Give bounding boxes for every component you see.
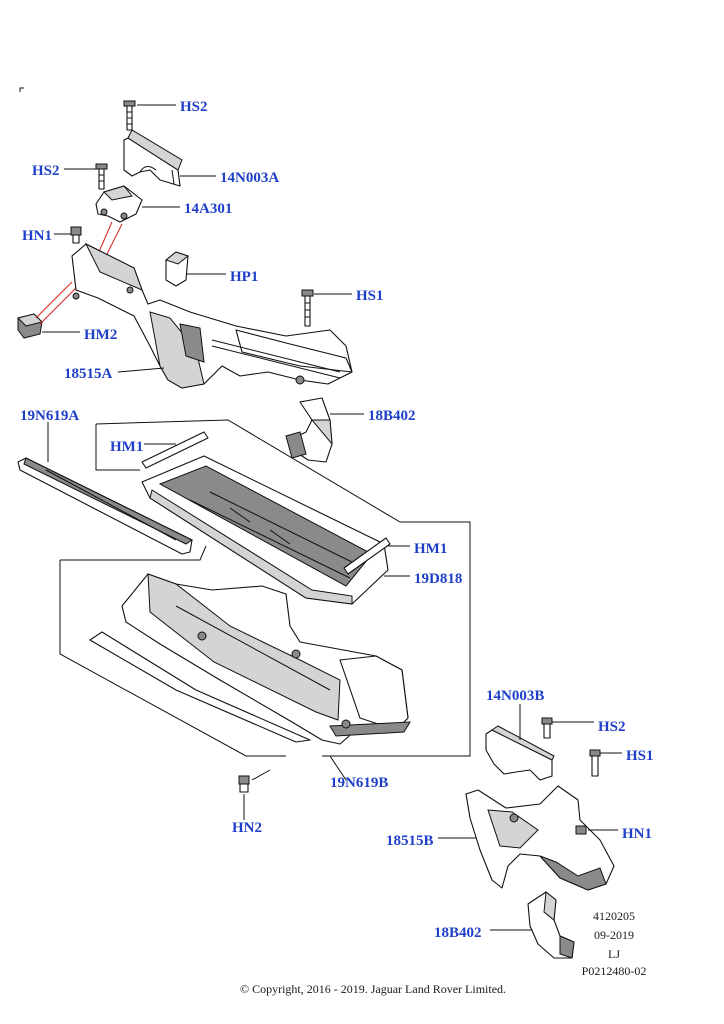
- label-hm1-right: HM1: [414, 541, 447, 557]
- label-hs1-right: HS1: [626, 748, 654, 764]
- label-18515b: 18515B: [386, 833, 434, 849]
- leader-18515a: [117, 367, 165, 373]
- screw-hs1-top: [301, 289, 314, 327]
- label-19n619a: 19N619A: [20, 408, 79, 424]
- label-18b402-top: 18B402: [368, 408, 416, 424]
- screw-hs1-right: [589, 749, 601, 777]
- plug-hp1: [164, 251, 190, 287]
- nut-hn1-right: [575, 825, 587, 835]
- label-14a301: 14A301: [184, 201, 232, 217]
- label-19n619b: 19N619B: [330, 775, 388, 791]
- label-14n003a: 14N003A: [220, 170, 279, 186]
- leader-hn2-link: [251, 769, 271, 781]
- red-leader-hm2-a: [35, 281, 73, 319]
- label-hs2-top: HS2: [180, 99, 208, 115]
- label-hs1-top: HS1: [356, 288, 384, 304]
- diagram-code: 4120205: [593, 909, 635, 923]
- rod-hm1-right: [343, 537, 391, 575]
- filter-19n619a: [17, 457, 193, 555]
- copyright-notice: © Copyright, 2016 - 2019. Jaguar Land Ro…: [240, 982, 506, 996]
- red-leader-hm2-b: [39, 285, 79, 325]
- tray-19d818: [141, 455, 389, 605]
- cowl-19n619b: [89, 573, 411, 745]
- screw-hs2-top: [123, 100, 136, 131]
- nut-hn1-left: [70, 226, 82, 244]
- grommet-hm2: [17, 313, 43, 339]
- diagram-initials: LJ: [608, 947, 620, 961]
- red-leader-14a301-a: [97, 221, 113, 255]
- duct-18b402-top: [285, 397, 333, 463]
- screw-hs2-right: [541, 717, 553, 739]
- diagram-date: 09-2019: [594, 928, 634, 942]
- duct-18b402-bottom: [527, 891, 575, 959]
- label-hs2-right: HS2: [598, 719, 626, 735]
- screw-hs2-left: [95, 163, 108, 190]
- label-hn1-left: HN1: [22, 228, 52, 244]
- label-hp1: HP1: [230, 269, 258, 285]
- bracket-14n003b: [485, 725, 555, 781]
- label-hn2: HN2: [232, 820, 262, 836]
- housing-18515b: [465, 785, 615, 891]
- frame-lower: [59, 545, 286, 757]
- frame-upper: [95, 419, 471, 757]
- red-leader-14a301-b: [105, 223, 123, 257]
- corner-mark: [19, 87, 24, 92]
- label-19d818: 19D818: [414, 571, 462, 587]
- leader-19n619b-a: [329, 755, 347, 781]
- label-18515a: 18515A: [64, 366, 113, 382]
- clip-14a301: [95, 185, 143, 223]
- label-14n003b: 14N003B: [486, 688, 544, 704]
- label-hm2: HM2: [84, 327, 117, 343]
- label-hn1-right: HN1: [622, 826, 652, 842]
- nut-hn2: [238, 775, 250, 793]
- label-hs2-left: HS2: [32, 163, 60, 179]
- housing-18515a: [71, 242, 353, 389]
- diagram-reference: P0212480-02: [582, 964, 647, 978]
- bracket-14n003a: [123, 129, 183, 187]
- label-hm1-left: HM1: [110, 439, 143, 455]
- rod-hm1-left: [141, 431, 209, 469]
- label-18b402-bottom: 18B402: [434, 925, 482, 941]
